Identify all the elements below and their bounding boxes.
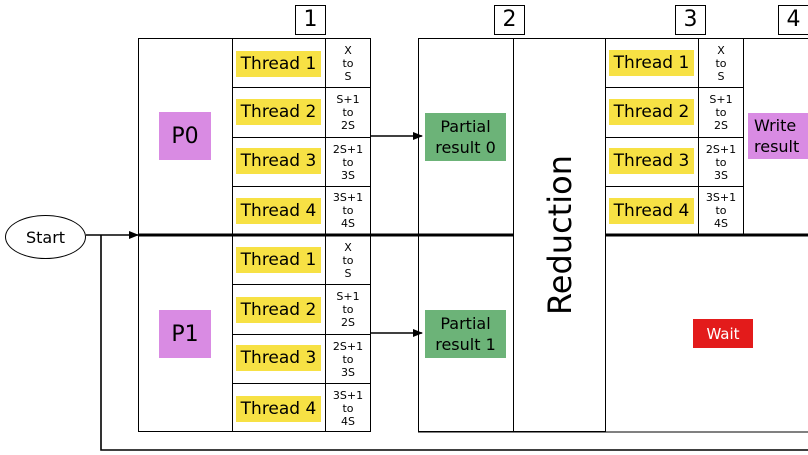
p1-thread-2: Thread 2 (236, 297, 321, 323)
step3-thread-1-range: X to S (715, 43, 727, 83)
p1-thread-2-range: S+1 to 2S (336, 290, 360, 329)
p1-thread-3-range: 2S+1 to 3S (332, 339, 364, 379)
write-result: Write result (748, 113, 808, 159)
loop-back-line (100, 235, 808, 451)
start-node: Start (5, 215, 86, 259)
p0-thread-1-range: X to S (342, 43, 354, 83)
p1-thread-4: Thread 4 (236, 396, 321, 422)
step2-frame (418, 38, 514, 432)
p0-thread-2-range: S+1 to 2S (336, 93, 360, 132)
p1-thread-3: Thread 3 (236, 345, 321, 371)
process-p0: P0 (159, 112, 211, 160)
p0-thread-3: Thread 3 (236, 148, 321, 174)
step1-frame (138, 38, 371, 432)
partial-result-0: Partial result 0 (425, 113, 506, 161)
step3-thread-3-range: 2S+1 to 3S (705, 142, 737, 182)
step3-thread-4-range: 3S+1 to 4S (705, 191, 737, 230)
step3-thread-4: Thread 4 (609, 198, 694, 224)
step-number-1: 1 (295, 5, 326, 35)
p0-thread-4: Thread 4 (236, 198, 321, 224)
p0-thread-1: Thread 1 (236, 51, 321, 77)
step3-thread-1: Thread 1 (609, 50, 694, 76)
step3-thread-3: Thread 3 (609, 148, 694, 174)
p0-thread-2: Thread 2 (236, 99, 321, 125)
p0-thread-3-range: 2S+1 to 3S (332, 142, 364, 182)
reduction-label: Reduction (540, 155, 579, 315)
step-number-2: 2 (494, 5, 525, 35)
step3-thread-2-range: S+1 to 2S (709, 93, 733, 132)
wait-box: Wait (693, 319, 753, 348)
p1-thread-4-range: 3S+1 to 4S (332, 388, 364, 428)
step-number-4: 4 (778, 5, 808, 35)
partial-result-1: Partial result 1 (425, 310, 506, 358)
reduction-frame (513, 38, 606, 432)
step3-frame (605, 38, 808, 432)
p1-thread-1: Thread 1 (236, 247, 321, 273)
step-number-3: 3 (675, 5, 706, 35)
p0-thread-4-range: 3S+1 to 4S (332, 191, 364, 230)
process-p1: P1 (159, 310, 211, 358)
step3-thread-2: Thread 2 (609, 99, 694, 125)
p1-thread-1-range: X to S (342, 240, 354, 280)
